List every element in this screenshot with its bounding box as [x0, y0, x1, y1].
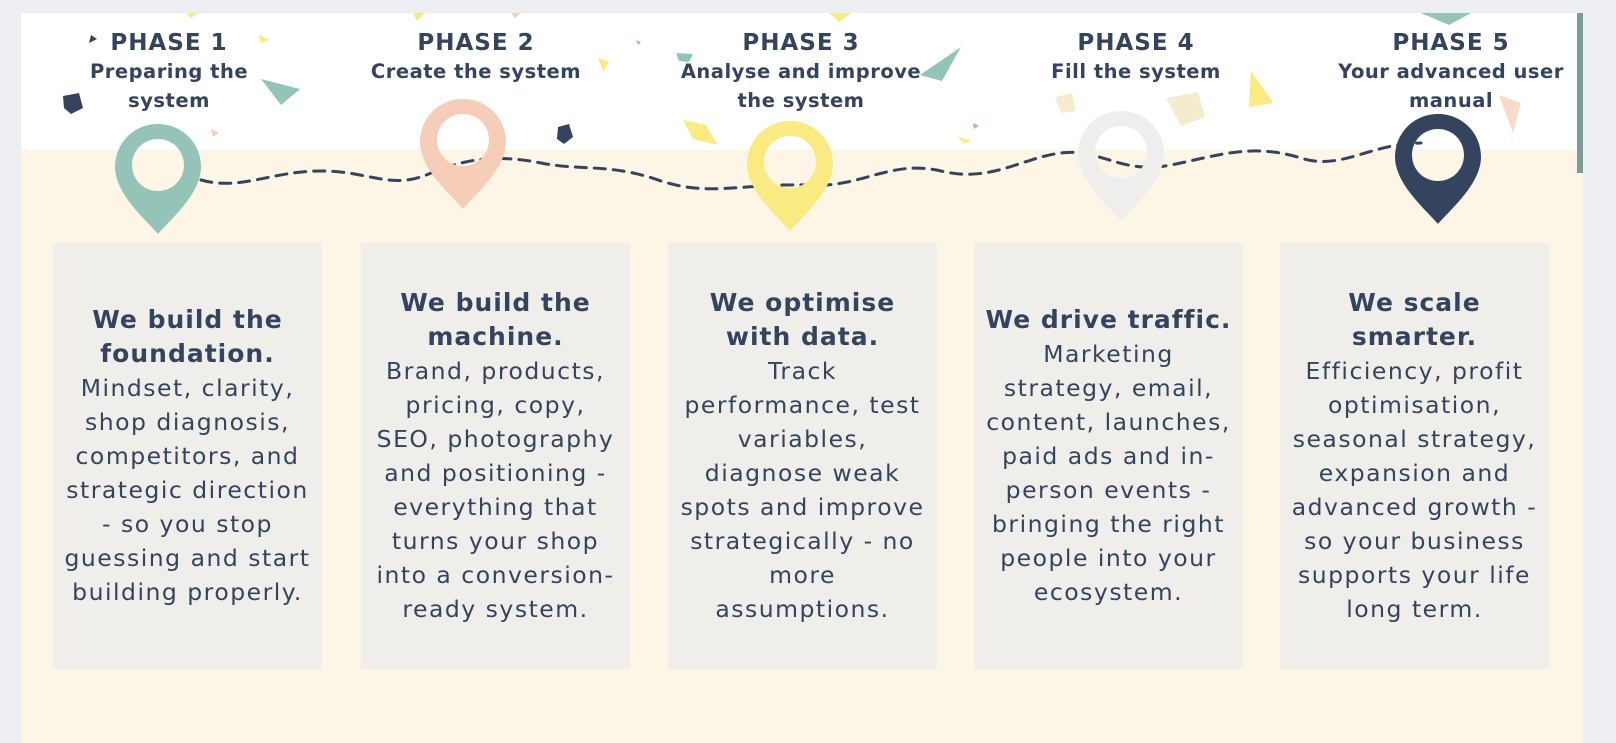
phase-4-header: PHASE 4 Fill the system: [1016, 29, 1256, 86]
card-title: We drive traffic.: [985, 305, 1232, 334]
card-title: We scale smarter.: [1348, 288, 1481, 351]
phase-number: PHASE 1: [110, 30, 228, 56]
phase-number: PHASE 2: [417, 30, 535, 56]
confetti-decoration: [63, 13, 1521, 145]
scrollbar-thumb[interactable]: [1577, 13, 1583, 173]
map-pin-icon: [1078, 111, 1164, 221]
phase-3-header: PHASE 3 Analyse and improve the system: [666, 29, 936, 115]
card-body: Efficiency, profit optimisation, seasona…: [1291, 357, 1538, 623]
phase-3-card: We optimise with data. Track performance…: [668, 243, 937, 669]
card-body: Marketing strategy, email, content, laun…: [986, 340, 1231, 606]
phases-section: PHASE 1 Preparing the system We build th…: [21, 13, 1583, 743]
phase-5-header: PHASE 5 Your advanced user manual: [1326, 29, 1576, 115]
phase-1-header: PHASE 1 Preparing the system: [69, 29, 269, 115]
card-body: Brand, products, pricing, copy, SEO, pho…: [376, 357, 615, 623]
phase-number: PHASE 3: [742, 30, 860, 56]
phase-subtitle: Your advanced user manual: [1338, 60, 1564, 112]
map-pin-icon: [115, 124, 201, 234]
card-title: We build the machine.: [400, 288, 591, 351]
phase-5-card: We scale smarter. Efficiency, profit opt…: [1280, 243, 1549, 669]
card-body: Mindset, clarity, shop diagnosis, compet…: [64, 374, 311, 606]
map-pin-icon: [747, 121, 833, 231]
phase-subtitle: Fill the system: [1051, 60, 1221, 83]
card-body: Track performance, test variables, diagn…: [680, 357, 925, 623]
phase-subtitle: Preparing the system: [89, 60, 249, 112]
map-pin-icon: [1395, 114, 1481, 224]
map-pin-icon: [420, 99, 506, 209]
card-title: We optimise with data.: [709, 288, 896, 351]
card-title: We build the foundation.: [92, 305, 283, 368]
phase-4-card: We drive traffic. Marketing strategy, em…: [974, 243, 1243, 669]
phase-2-card: We build the machine. Brand, products, p…: [361, 243, 630, 669]
phase-1-card: We build the foundation. Mindset, clarit…: [53, 243, 322, 669]
phase-subtitle: Create the system: [370, 60, 582, 83]
phase-number: PHASE 5: [1392, 30, 1510, 56]
phase-number: PHASE 4: [1077, 30, 1195, 56]
phase-2-header: PHASE 2 Create the system: [366, 29, 586, 86]
phase-subtitle: Analyse and improve the system: [680, 60, 922, 112]
